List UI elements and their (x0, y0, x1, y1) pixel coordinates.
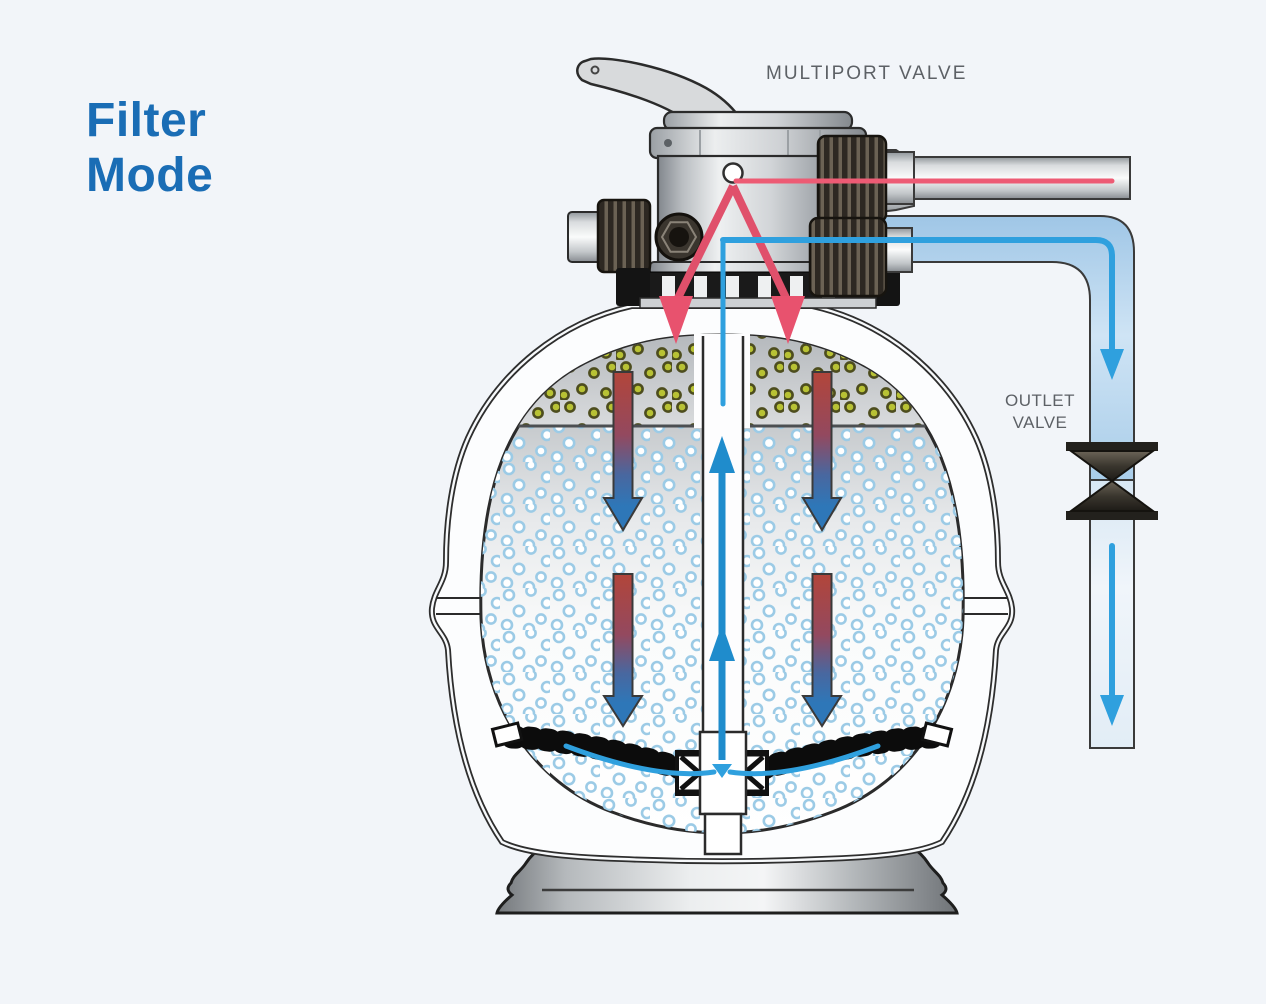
left-port-nut (596, 198, 652, 274)
page-title: Filter Mode (86, 94, 214, 202)
hub-stem (703, 812, 743, 856)
outlet-valve-symbol (1066, 442, 1158, 520)
hex-plug (654, 212, 704, 262)
inlet-flow-arrows (659, 178, 1115, 344)
multiport-valve-label: MULTIPORT VALVE (766, 63, 968, 84)
downflow-arrows (602, 371, 843, 728)
flow-overlay (563, 178, 1124, 778)
side-handle-right (962, 597, 1008, 615)
lateral-assembly (490, 721, 954, 856)
right-lower-nut (808, 216, 888, 298)
lateral-end-cap-left (490, 721, 524, 748)
side-handle-left (436, 597, 482, 615)
inlet-pipe (895, 156, 1131, 200)
outlet-valve-label: OUTLET VALVE (1004, 391, 1076, 433)
lateral-end-cap-right (920, 721, 954, 748)
outlet-flow-arrows (563, 237, 1124, 778)
sight-glass (722, 162, 744, 184)
